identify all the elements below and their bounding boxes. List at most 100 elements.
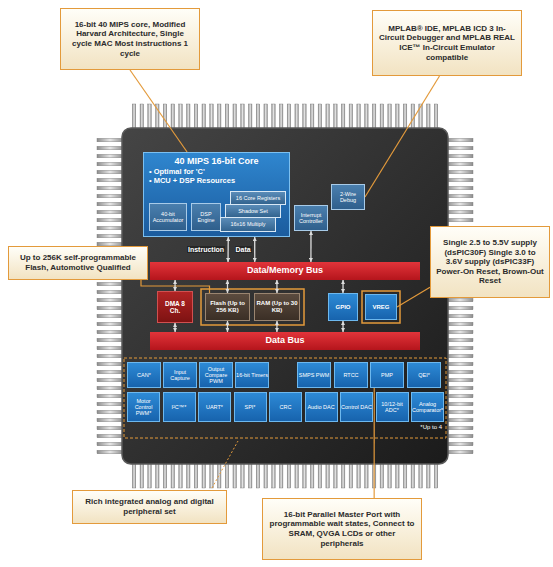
chip-pin <box>210 463 214 488</box>
chip-pin <box>97 162 123 166</box>
chip-pin <box>434 463 438 488</box>
callout-box: Single 2.5 to 5.5V supply (dsPIC30F) Sin… <box>430 226 550 298</box>
node-text: 40-bit Accumulator <box>151 211 185 224</box>
node-text: 16 Core Registers <box>236 195 280 201</box>
chip-pin <box>388 463 392 488</box>
leader-line <box>397 287 430 307</box>
chip-pin <box>447 298 473 302</box>
node-text: CRC <box>280 404 292 410</box>
callout-box: MPLAB® IDE, MPLAB ICD 3 In-Circuit Debug… <box>372 10 522 76</box>
chip-pin <box>447 442 473 446</box>
node-text: QEI* <box>418 372 430 378</box>
bus-band: Data/Memory Bus <box>150 262 420 280</box>
chip-pin <box>97 170 123 174</box>
bus-arrow <box>174 280 175 291</box>
chip-pin <box>447 194 473 198</box>
chip-pin <box>97 410 123 414</box>
chip-pin <box>447 402 473 406</box>
node-text: • MCU + DSP Resources <box>149 176 284 185</box>
bus-arrow <box>276 321 277 332</box>
chip-pin <box>349 104 353 129</box>
chip-pin <box>97 354 123 358</box>
chip-pin <box>97 362 123 366</box>
node-text: I²C™* <box>172 404 187 410</box>
node-text: PMP <box>381 372 393 378</box>
chip-pin <box>97 338 123 342</box>
chip-pin <box>194 463 198 488</box>
node-text: CAN* <box>137 372 151 378</box>
chip-pin <box>97 154 123 158</box>
chip-pin <box>447 218 473 222</box>
memory-box: RAM (Up to 30 KB) <box>254 293 300 321</box>
chip-pin <box>365 104 369 129</box>
chip-pin <box>163 463 167 488</box>
chip-pin <box>97 378 123 382</box>
chip-pin <box>132 104 136 129</box>
chip-pin <box>447 410 473 414</box>
node-text: • Optimal for 'C' <box>149 167 284 176</box>
node-text: DSP Engine <box>193 211 219 224</box>
peripheral-box: Output Compare PWM <box>199 362 233 388</box>
node-text: Audio DAC <box>307 404 334 410</box>
peripheral-box: SMPS PWM <box>297 362 331 388</box>
dma-box: DMA 8 Ch. <box>157 291 193 323</box>
io-box: VREG <box>365 294 397 320</box>
peripheral-box: I²C™* <box>163 392 196 422</box>
chip-pin <box>357 104 361 129</box>
chip-pin <box>225 104 229 129</box>
cpu-core: 40 MIPS 16-bit Core• Optimal for 'C'• MC… <box>143 152 290 237</box>
footnote-label: *Up to 4 <box>398 424 442 431</box>
callout-box: 16-bit 40 MIPS core, Modified Harvard Ar… <box>60 8 200 70</box>
chip-pin <box>148 463 152 488</box>
callout-box: Rich integrated analog and digital perip… <box>72 490 227 524</box>
node-text: SMPS PWM <box>299 372 330 378</box>
chip-pins <box>97 104 473 488</box>
chip-pin <box>447 354 473 358</box>
chip-pin <box>447 362 473 366</box>
chip-pin <box>264 104 268 129</box>
chip-pin <box>272 104 276 129</box>
chip-pin <box>272 463 276 488</box>
chip-pin <box>256 463 260 488</box>
node-text: Shadow Set <box>238 208 268 214</box>
core-unit: 40-bit Accumulator <box>149 203 187 231</box>
chip-pin <box>447 426 473 430</box>
chip-pin <box>140 463 144 488</box>
chip-pin <box>179 463 183 488</box>
chip-pin <box>447 170 473 174</box>
core-unit: 2-Wire Debug <box>331 184 365 210</box>
chip-pin <box>97 442 123 446</box>
node-text: 16-bit Timers <box>236 372 268 378</box>
chip-pin <box>380 463 384 488</box>
chip-pin <box>447 178 473 182</box>
chip-pin <box>447 306 473 310</box>
register-card: 16 Core Registers <box>230 191 286 205</box>
chip-pin <box>97 330 123 334</box>
node-text: MPLAB® IDE, MPLAB ICD 3 In-Circuit Debug… <box>378 24 516 62</box>
chip-pin <box>295 104 299 129</box>
chip-pin <box>447 146 473 150</box>
bus-arrow <box>227 280 228 293</box>
chip-pin <box>326 463 330 488</box>
chip-pin <box>380 104 384 129</box>
chip-pin <box>187 104 191 129</box>
chip-pin <box>97 138 123 142</box>
chip-pin <box>140 104 144 129</box>
chip-pin <box>97 418 123 422</box>
chip-pin <box>97 314 123 318</box>
chip-pin <box>233 104 237 129</box>
chip-pin <box>447 186 473 190</box>
bus-arrow <box>342 280 343 293</box>
vreg-highlight <box>362 291 400 323</box>
peripheral-box: Input Capture <box>163 362 197 388</box>
memory-highlight <box>201 289 304 325</box>
node-text: Analog Comparator* <box>412 401 443 414</box>
peripheral-box: UART* <box>198 392 231 422</box>
peripheral-region <box>124 358 446 438</box>
chip-pin <box>97 386 123 390</box>
connectors <box>130 70 440 498</box>
node-text: Motor Control PWM* <box>128 398 159 417</box>
chip-pin <box>447 162 473 166</box>
